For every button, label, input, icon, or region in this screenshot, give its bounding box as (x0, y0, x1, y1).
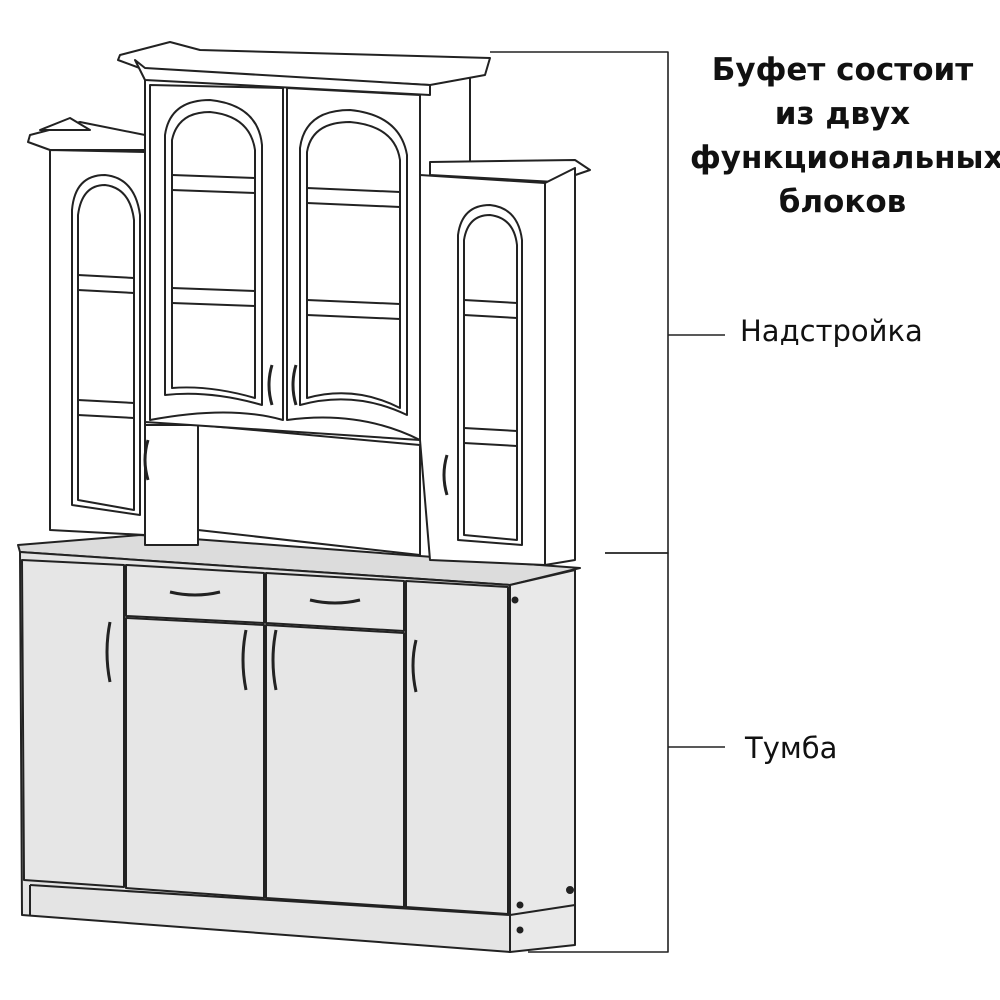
brackets (490, 51, 725, 953)
center-door-left (125, 617, 265, 899)
heading-line-2: из двух (774, 96, 911, 132)
left-door (21, 559, 125, 888)
right-door (405, 580, 509, 915)
heading-line-4: блоков (778, 184, 907, 220)
cabinet-side (509, 569, 576, 953)
hutch (27, 41, 591, 566)
hutch-center-back (197, 424, 421, 556)
plinth-line (29, 884, 576, 916)
hutch-handles (143, 364, 449, 496)
label-cabinet: Тумба (745, 731, 838, 765)
heading-line-1: Буфет состоит (711, 52, 974, 88)
heading-line-3: функциональных (690, 140, 1000, 176)
lower-handles (105, 590, 418, 693)
lower-cabinet (17, 534, 581, 953)
center-door-right (265, 624, 405, 908)
label-hutch: Надстройка (740, 314, 923, 348)
heading: Буфет состоит из двух функциональных бло… (690, 48, 1000, 224)
bracket-bottom (528, 552, 669, 953)
